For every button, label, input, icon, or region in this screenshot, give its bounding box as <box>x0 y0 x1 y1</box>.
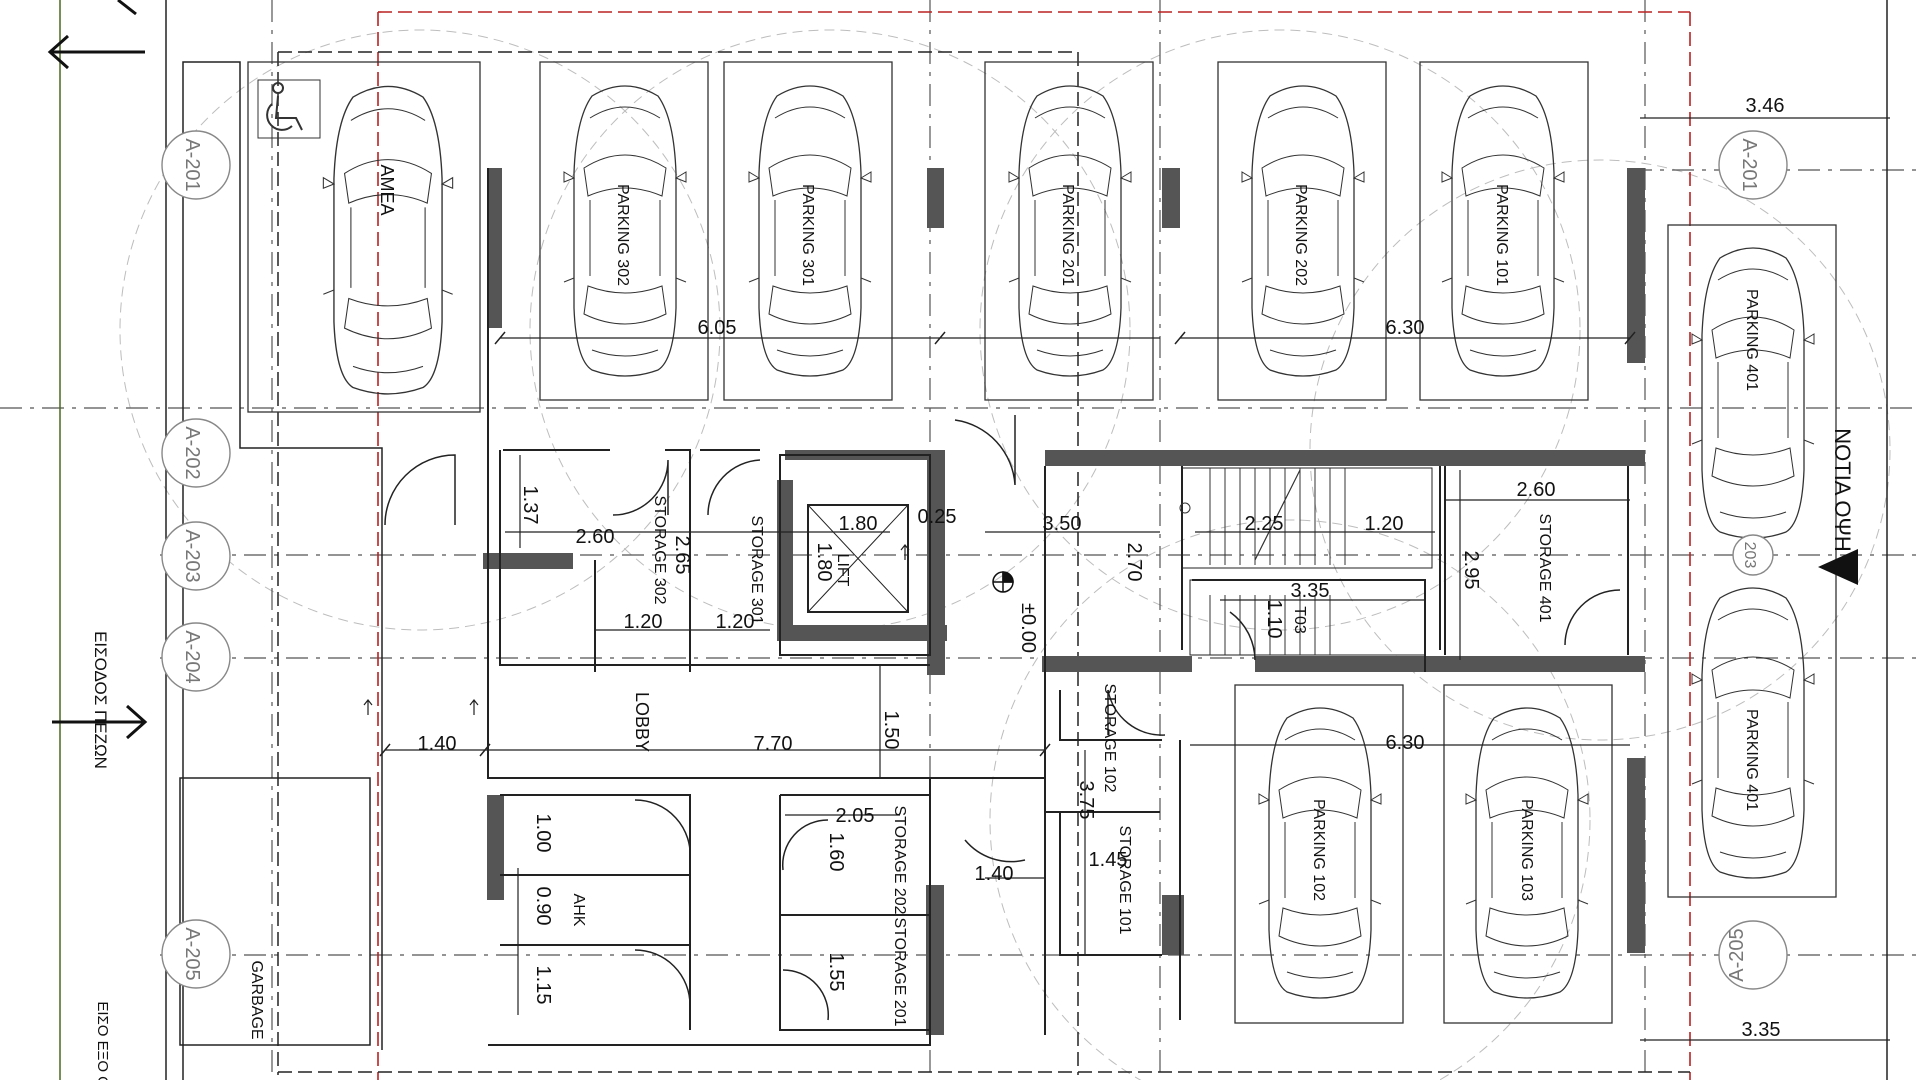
stair-label: Τ03 <box>1291 606 1308 634</box>
site-lines <box>59 0 1888 1080</box>
room-label-ahk: ΑΗΚ <box>570 894 587 927</box>
dim-205: 2.05 <box>836 805 875 827</box>
dim-270: 2.70 <box>1123 543 1145 582</box>
dim-140-storage: 1.40 <box>975 863 1014 885</box>
room-label-storage-302: STORAGE 302 <box>651 495 668 604</box>
room-label-storage-202: STORAGE 202 <box>891 805 908 914</box>
dim-375: 3.75 <box>1075 781 1097 820</box>
level-marker-icon <box>992 571 1014 593</box>
room-label-storage-102: STORAGE 102 <box>1101 683 1118 792</box>
grid-marker-a205-left: A-205 <box>181 927 203 980</box>
dim-110: 1.10 <box>1263 600 1285 639</box>
parking-label-102: PARKING 102 <box>1310 799 1327 901</box>
dim-137: 1.37 <box>519 486 541 525</box>
dim-335-bottom: 3.35 <box>1742 1019 1781 1041</box>
parking-label-401-b: PARKING 401 <box>1743 709 1760 811</box>
dim-150: 1.50 <box>880 711 902 750</box>
wheelchair-icon <box>257 79 321 139</box>
stair-treads <box>1179 468 1346 655</box>
dim-265: 2.65 <box>671 536 693 575</box>
dim-335-stair: 3.35 <box>1291 580 1330 602</box>
level-label: ±0.00 <box>1017 603 1039 653</box>
dim-630-top: 6.30 <box>1386 317 1425 339</box>
property-boundary <box>377 11 1691 1080</box>
dim-350: 3.50 <box>1043 513 1082 535</box>
dim-295: 2.95 <box>1460 551 1482 590</box>
dim-100: 1.00 <box>532 814 554 853</box>
dim-180-h: 1.80 <box>813 543 835 582</box>
dim-120-a: 1.20 <box>624 611 663 633</box>
dim-180-w: 1.80 <box>839 513 878 535</box>
south-elevation-label: ΝΟΤΙΑ ΟΨΗ <box>1830 428 1855 552</box>
dim-346: 3.46 <box>1746 95 1785 117</box>
dim-605: 6.05 <box>698 317 737 339</box>
grid-marker-a205-right: A-205 <box>1726 928 1748 981</box>
door-swings <box>384 415 1621 1021</box>
dim-145: 1.45 <box>1089 849 1128 871</box>
room-label-storage-201: STORAGE 201 <box>891 917 908 1026</box>
room-outlines <box>487 168 1629 1046</box>
grid-marker-a202: A-202 <box>181 426 203 479</box>
parking-label-101: PARKING 101 <box>1493 184 1510 286</box>
room-label-garbage: GARBAGE <box>248 960 265 1039</box>
parking-label-302: PARKING 302 <box>614 184 631 286</box>
room-label-storage-301: STORAGE 301 <box>748 515 765 624</box>
entrance-arrows <box>47 0 148 740</box>
dim-225: 2.25 <box>1245 513 1284 535</box>
dim-120-stair: 1.20 <box>1365 513 1404 535</box>
dim-260-left: 2.60 <box>576 526 615 548</box>
parking-label-202: PARKING 202 <box>1292 184 1309 286</box>
south-arrow-icon <box>1818 549 1858 585</box>
pedestrian-entrance-label: ΕΙΣΟΔΟΣ ΠΕΖΩΝ <box>91 631 110 769</box>
dimension-ticks <box>379 331 1636 757</box>
parking-label-accessible: ΑΜΕΑ <box>377 164 397 215</box>
dim-260-right: 2.60 <box>1517 479 1556 501</box>
room-label-storage-101: STORAGE 101 <box>1116 825 1133 934</box>
dim-090: 0.90 <box>532 887 554 926</box>
dim-160: 1.60 <box>825 833 847 872</box>
dim-155: 1.55 <box>825 953 847 992</box>
room-label-storage-401: STORAGE 401 <box>1536 513 1553 622</box>
parking-label-103: PARKING 103 <box>1518 799 1535 901</box>
room-label-lobby: LOBBY <box>632 692 652 752</box>
vehicle-entrance-label: ΕΙΣΟ ΕΞΟ ΟΧΗ <box>94 1001 111 1080</box>
parking-label-401-a: PARKING 401 <box>1743 289 1760 391</box>
dim-115: 1.15 <box>532 966 554 1005</box>
grid-marker-a204: A-204 <box>181 630 203 683</box>
dim-770: 7.70 <box>754 733 793 755</box>
grid-marker-a203: A-203 <box>181 529 203 582</box>
dim-630-bottom: 6.30 <box>1386 732 1425 754</box>
parking-bays-top <box>247 61 1837 1024</box>
up-arrows <box>363 544 910 715</box>
parking-label-301: PARKING 301 <box>799 184 816 286</box>
dimension-lines <box>385 117 1890 1041</box>
grid-marker-circles <box>161 130 1788 990</box>
dim-120-b: 1.20 <box>716 611 755 633</box>
grid-marker-a201-right: A-201 <box>1738 138 1760 191</box>
grid-marker-a201-left: A-201 <box>181 138 203 191</box>
room-label-lift: LIFT <box>834 554 851 587</box>
parking-label-201: PARKING 201 <box>1059 184 1076 286</box>
grid-marker-203-right: 203 <box>1741 542 1758 569</box>
dim-025: 0.25 <box>918 506 957 528</box>
construction-lines <box>119 29 1891 1080</box>
dim-140-lobby: 1.40 <box>418 733 457 755</box>
